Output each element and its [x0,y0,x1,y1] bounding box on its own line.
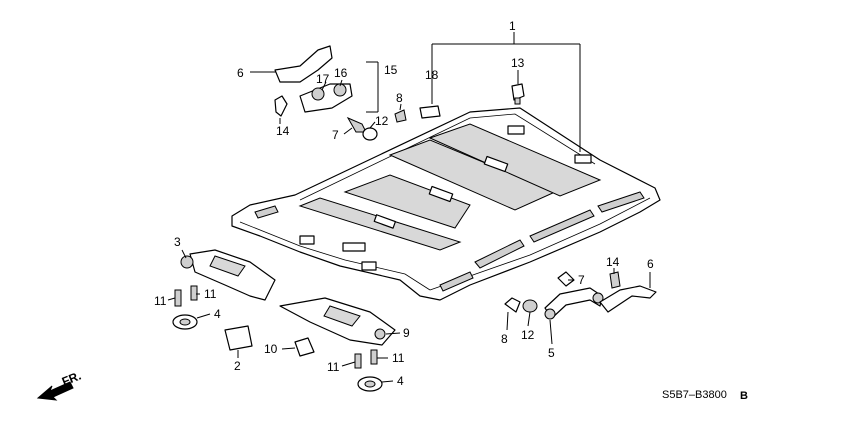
callout-numbers: 1 13 18 6 15 16 17 8 12 7 14 3 11 11 4 2… [154,19,654,388]
grab-handle-assembly-left [274,45,525,141]
front-label: FR. [60,369,83,389]
diagram-code: S5B7–B3800 [662,389,727,401]
callout-17: 17 [316,72,330,86]
callout-8: 8 [501,332,508,346]
callout-9: 9 [403,326,410,340]
callout-14: 14 [606,255,620,269]
callout-1: 1 [509,19,516,33]
callout-16: 16 [334,66,348,80]
callout-12: 12 [521,328,535,342]
callout-11: 11 [154,294,167,308]
callout-18: 18 [425,68,439,82]
callout-3: 3 [174,235,181,249]
callout-6: 6 [237,66,244,80]
headliner-panel [231,107,661,301]
callout-15: 15 [384,63,398,77]
callout-13: 13 [511,56,525,70]
callout-11: 11 [204,287,217,301]
callout-5: 5 [548,346,555,360]
callout-14: 14 [276,124,290,138]
front-arrow-icon [36,381,74,401]
callout-7: 7 [332,128,339,142]
callout-8: 8 [396,91,403,105]
callout-4: 4 [214,307,221,321]
callout-10: 10 [264,342,278,356]
sunvisor-right [279,297,396,392]
callout-6: 6 [647,257,654,271]
callout-2: 2 [234,359,241,373]
callout-4: 4 [397,374,404,388]
callout-11: 11 [392,351,405,365]
callout-7: 7 [578,273,585,287]
grab-handle-assembly-right [504,271,657,320]
leader-lines [167,32,651,383]
front-direction-indicator: FR. [36,369,83,401]
callout-12: 12 [375,114,389,128]
sunvisor-left [172,249,276,351]
diagram-code-suffix: B [740,390,748,402]
callout-11: 11 [327,360,340,374]
